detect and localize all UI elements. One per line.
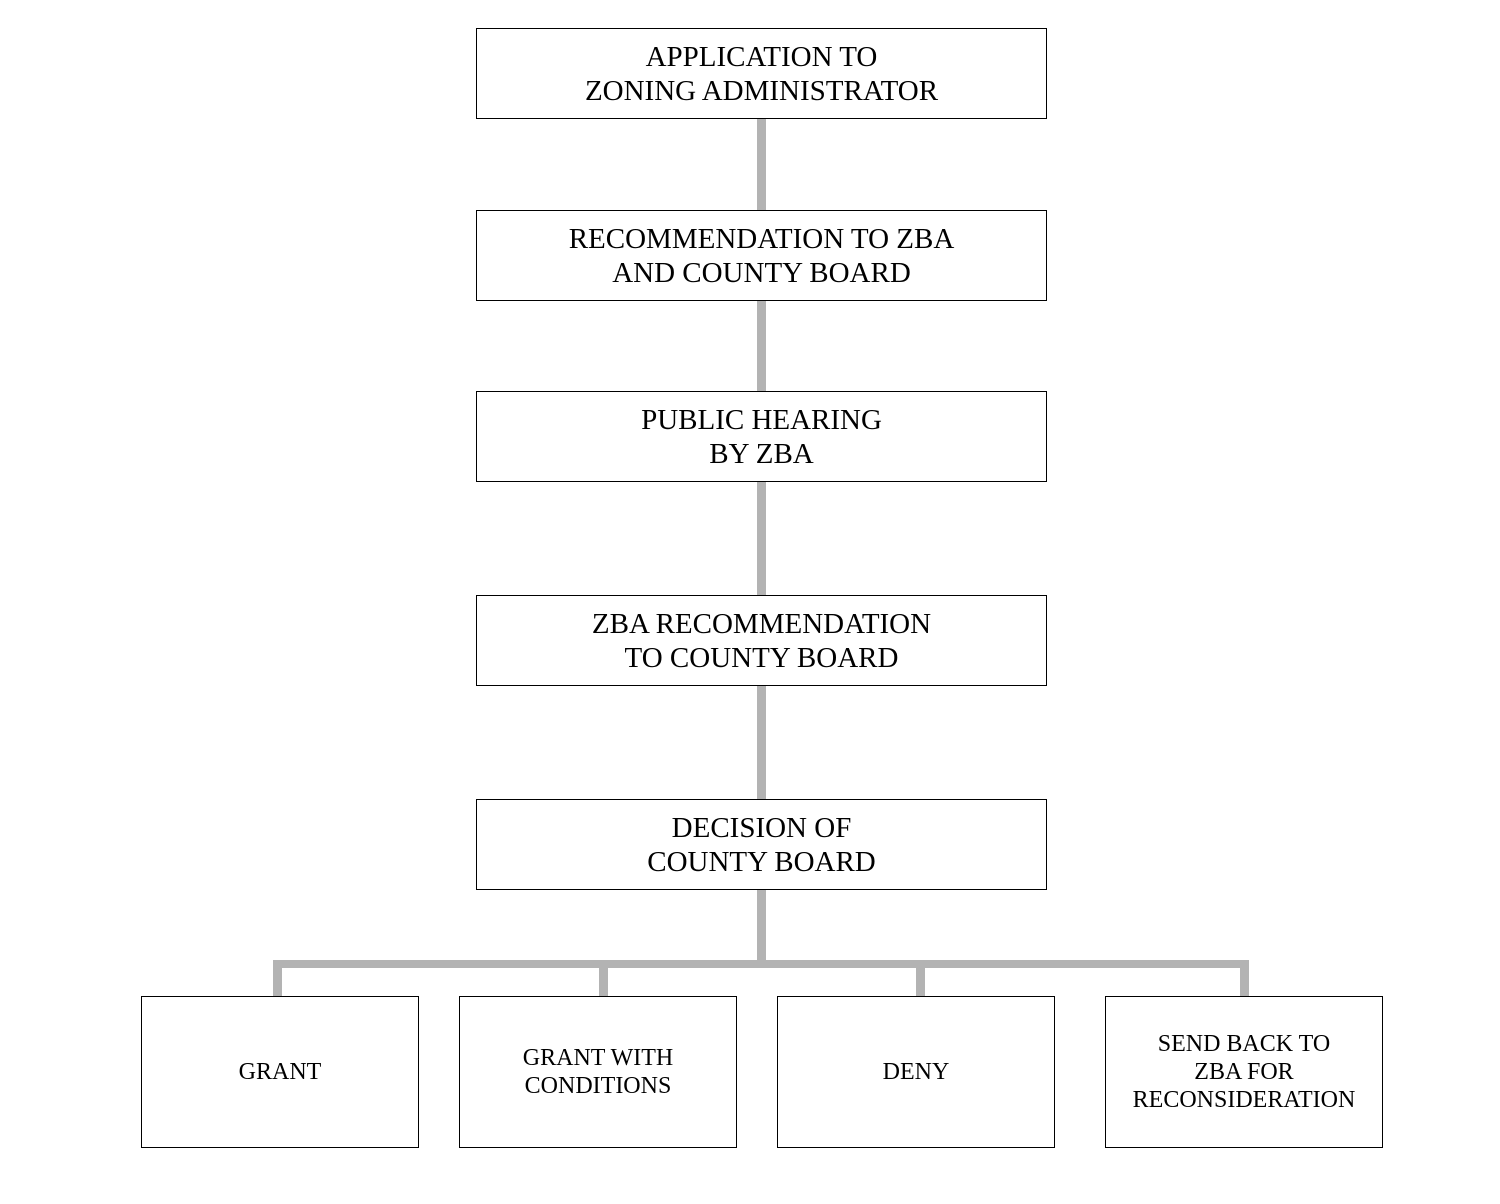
outcome-deny: DENY — [777, 996, 1055, 1148]
connector-bus-send-back — [1240, 960, 1249, 997]
connector-decision-bus — [757, 889, 766, 965]
step-application: APPLICATION TO ZONING ADMINISTRATOR — [476, 28, 1047, 119]
connector-bus-grant-with-conditions — [599, 960, 608, 997]
step-application-label: APPLICATION TO ZONING ADMINISTRATOR — [584, 40, 939, 107]
step-recommendation-label: RECOMMENDATION TO ZBA AND COUNTY BOARD — [568, 222, 955, 289]
outcome-deny-label: DENY — [882, 1059, 950, 1085]
outcome-send-back: SEND BACK TO ZBA FOR RECONSIDERATION — [1105, 996, 1383, 1148]
step-public-hearing: PUBLIC HEARING BY ZBA — [476, 391, 1047, 482]
step-decision: DECISION OF COUNTY BOARD — [476, 799, 1047, 890]
outcome-grant-label: GRANT — [238, 1059, 322, 1085]
connector-hearing-zba-recommendation — [757, 481, 766, 596]
connector-bus-grant — [273, 960, 282, 997]
connector-application-recommendation — [757, 118, 766, 211]
connector-outcome-bus — [273, 960, 1249, 968]
outcome-send-back-label: SEND BACK TO ZBA FOR RECONSIDERATION — [1132, 1031, 1356, 1113]
outcome-grant: GRANT — [141, 996, 419, 1148]
step-public-hearing-label: PUBLIC HEARING BY ZBA — [641, 403, 882, 470]
connector-bus-deny — [916, 960, 925, 997]
step-zba-recommendation-label: ZBA RECOMMENDATION TO COUNTY BOARD — [591, 607, 932, 674]
outcome-grant-with-conditions-label: GRANT WITH CONDITIONS — [522, 1045, 674, 1099]
step-recommendation: RECOMMENDATION TO ZBA AND COUNTY BOARD — [476, 210, 1047, 301]
outcome-grant-with-conditions: GRANT WITH CONDITIONS — [459, 996, 737, 1148]
connector-recommendation-hearing — [757, 300, 766, 392]
step-decision-label: DECISION OF COUNTY BOARD — [647, 811, 876, 878]
connector-zba-recommendation-decision — [757, 685, 766, 800]
step-zba-recommendation: ZBA RECOMMENDATION TO COUNTY BOARD — [476, 595, 1047, 686]
